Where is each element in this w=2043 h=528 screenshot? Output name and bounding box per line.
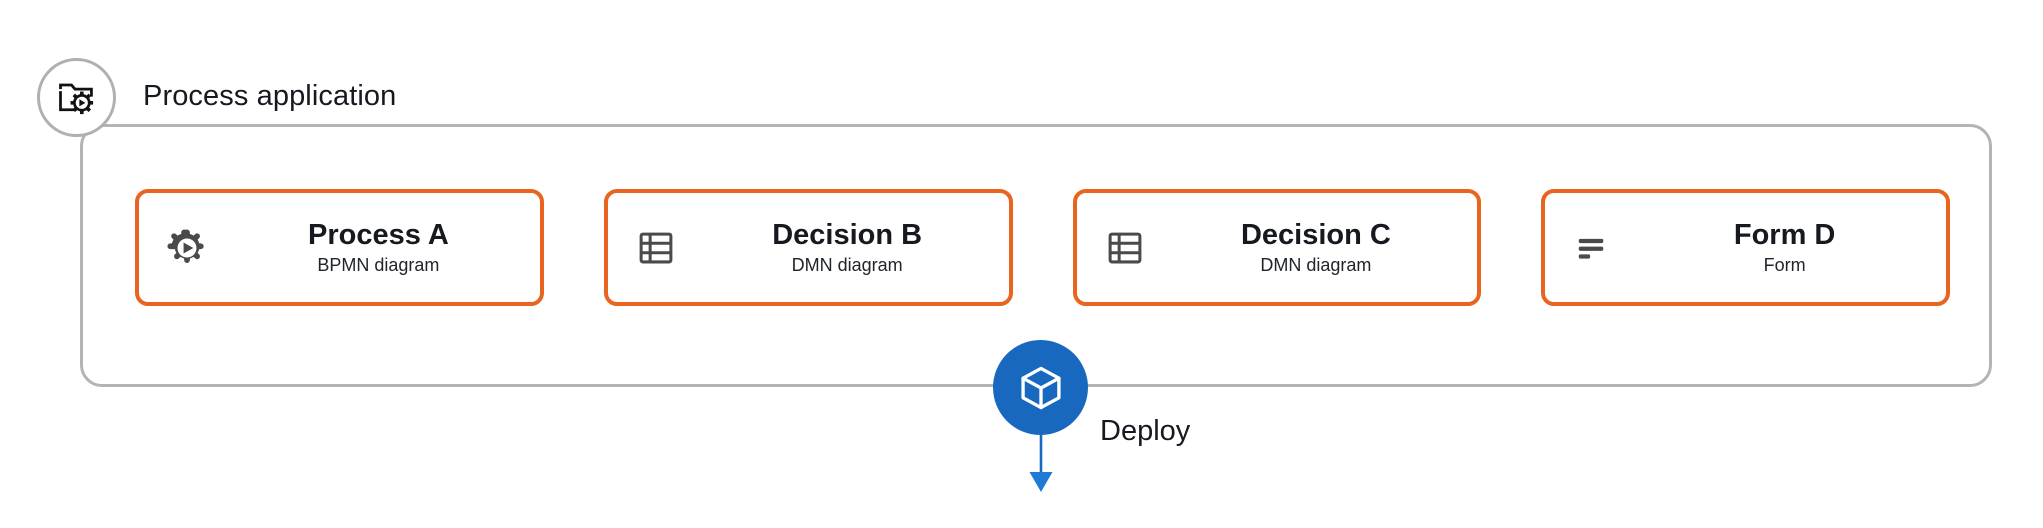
card-subtitle: DMN diagram <box>791 254 903 275</box>
card-text-block: Decision B DMN diagram <box>704 219 1009 277</box>
decision-table-icon <box>1077 229 1173 267</box>
card-text-block: Decision C DMN diagram <box>1173 219 1478 277</box>
deploy-label: Deploy <box>1100 415 1191 447</box>
form-lines-icon <box>1545 229 1641 267</box>
card-title: Decision C <box>1240 218 1391 251</box>
gear-play-icon <box>139 225 235 271</box>
folder-gear-icon <box>55 76 99 120</box>
card-title: Decision B <box>772 218 923 251</box>
card-subtitle: BPMN diagram <box>317 254 440 275</box>
card-text-block: Process A BPMN diagram <box>235 219 540 277</box>
process-application-badge <box>37 58 116 137</box>
card-text-block: Form D Form <box>1641 219 1946 277</box>
card-title: Form D <box>1733 218 1836 251</box>
process-application-title: Process application <box>143 80 397 112</box>
resource-card-decision-b[interactable]: Decision B DMN diagram <box>603 189 1013 306</box>
resource-card-decision-c[interactable]: Decision C DMN diagram <box>1072 189 1482 306</box>
card-subtitle: DMN diagram <box>1260 254 1372 275</box>
card-subtitle: Form <box>1763 254 1806 275</box>
deploy-node[interactable] <box>993 340 1088 435</box>
resource-card-row: Process A BPMN diagram Decision B DMN di… <box>135 189 1950 306</box>
resource-card-form-d[interactable]: Form D Form <box>1541 189 1950 306</box>
cube-icon <box>1016 363 1066 413</box>
deploy-arrow <box>1025 432 1057 494</box>
card-title: Process A <box>307 218 449 251</box>
decision-table-icon <box>608 229 704 267</box>
resource-card-process-a[interactable]: Process A BPMN diagram <box>135 189 544 306</box>
